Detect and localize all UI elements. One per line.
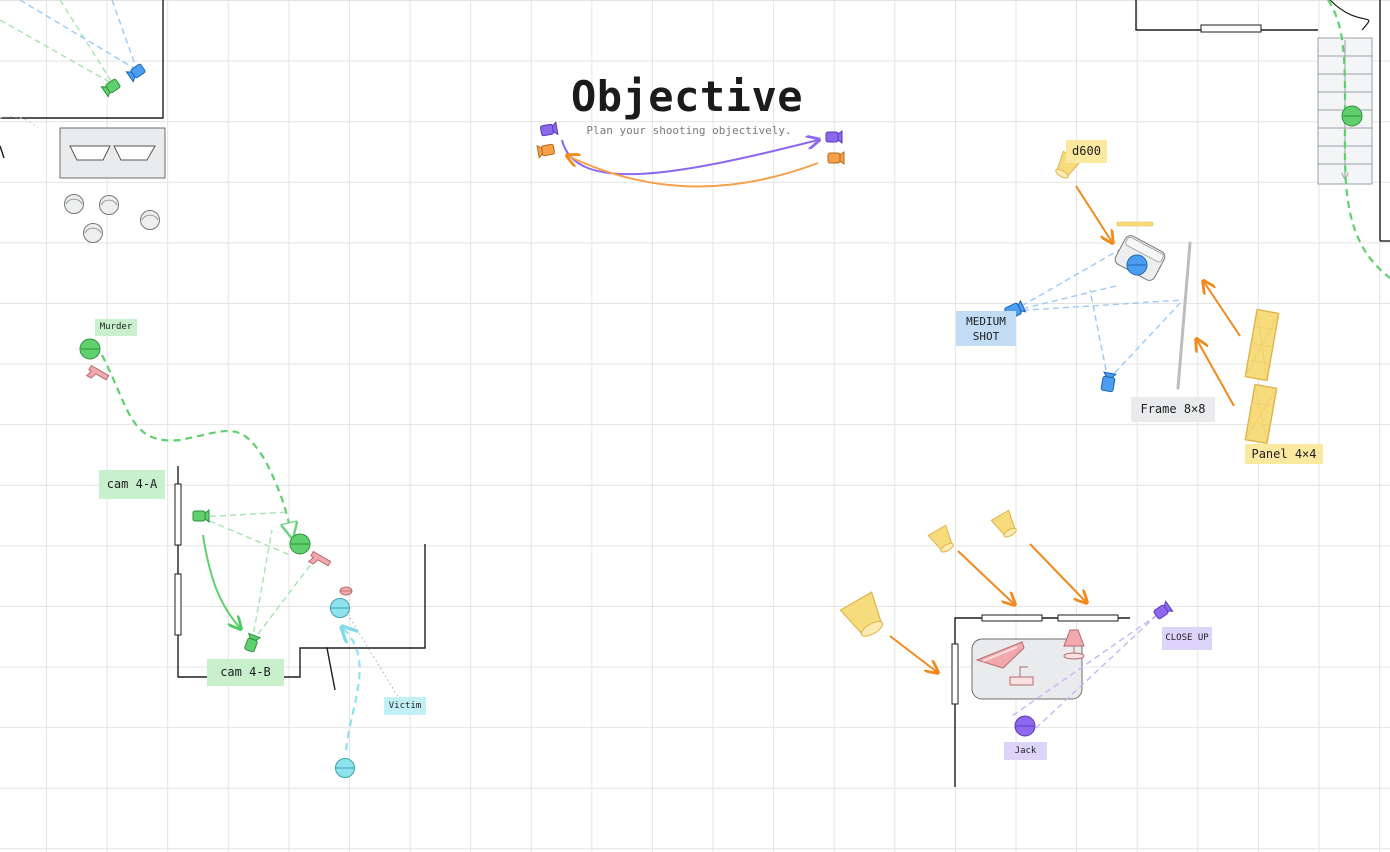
camera-icon[interactable] (243, 632, 262, 653)
cam-4-sightlines (199, 511, 319, 643)
actor-icon[interactable] (1126, 254, 1148, 276)
camera-icon[interactable] (827, 151, 845, 165)
camera-icon[interactable] (100, 78, 121, 98)
hallway-walls (174, 466, 426, 691)
cam-4b-label[interactable]: cam 4-B (207, 659, 284, 686)
top-left-room (0, 0, 164, 159)
light-icon[interactable] (990, 509, 1020, 540)
top-right-room (1135, 0, 1390, 279)
gun-icon[interactable] (307, 550, 332, 572)
cam-4a-label[interactable]: cam 4-A (99, 470, 165, 499)
prop-icon[interactable] (339, 586, 353, 596)
chair-icon[interactable] (64, 194, 84, 214)
frame-8x8-flag[interactable] (1176, 241, 1192, 390)
medium-shot-label[interactable]: MEDIUM SHOT (956, 311, 1016, 346)
title-arrows (561, 140, 818, 188)
page-title: Objective (570, 72, 804, 121)
victim-path (343, 628, 361, 751)
camera-icon[interactable] (192, 509, 210, 523)
murderer-path (101, 354, 292, 536)
camera-icon[interactable] (536, 143, 555, 159)
chair-icon[interactable] (83, 223, 103, 243)
light-icon[interactable] (927, 524, 957, 555)
close-up-label[interactable]: CLOSE UP (1162, 627, 1212, 650)
panel-icon[interactable] (1244, 308, 1280, 382)
lamp-icon[interactable] (1063, 629, 1085, 660)
medium-shot-sightlines (1012, 245, 1184, 381)
actor-icon[interactable] (1014, 715, 1036, 737)
page-subtitle: Plan your shooting objectively. (586, 124, 792, 137)
camera-icon[interactable] (1100, 371, 1117, 393)
camera-icon[interactable] (540, 121, 559, 137)
chair-icon[interactable] (140, 210, 160, 230)
d600-label[interactable]: d600 (1066, 140, 1107, 163)
gun-icon[interactable] (85, 364, 110, 386)
table-icon[interactable] (971, 638, 1083, 700)
camera-icon[interactable] (1153, 600, 1174, 620)
light-icon[interactable] (839, 591, 890, 642)
frame-label[interactable]: Frame 8×8 (1131, 397, 1215, 422)
murder-label[interactable]: Murder (95, 319, 137, 336)
victim-label[interactable]: Victim (384, 697, 426, 715)
camera-icon[interactable] (125, 63, 146, 83)
close-up-sightlines (1011, 614, 1158, 729)
actor-icon[interactable] (1341, 105, 1363, 127)
actor-icon[interactable] (330, 598, 350, 618)
actor-icon[interactable] (335, 758, 355, 778)
panel-label[interactable]: Panel 4×4 (1245, 444, 1323, 464)
jack-label[interactable]: Jack (1004, 742, 1047, 760)
close-up-room (951, 614, 1130, 787)
actor-icon[interactable] (79, 338, 101, 360)
camera-move-arrow (202, 534, 240, 628)
camera-icon[interactable] (825, 130, 843, 144)
actor-icon[interactable] (289, 533, 311, 555)
chair-icon[interactable] (99, 195, 119, 215)
panel-icon[interactable] (1244, 383, 1278, 445)
sink-counter (59, 127, 166, 179)
